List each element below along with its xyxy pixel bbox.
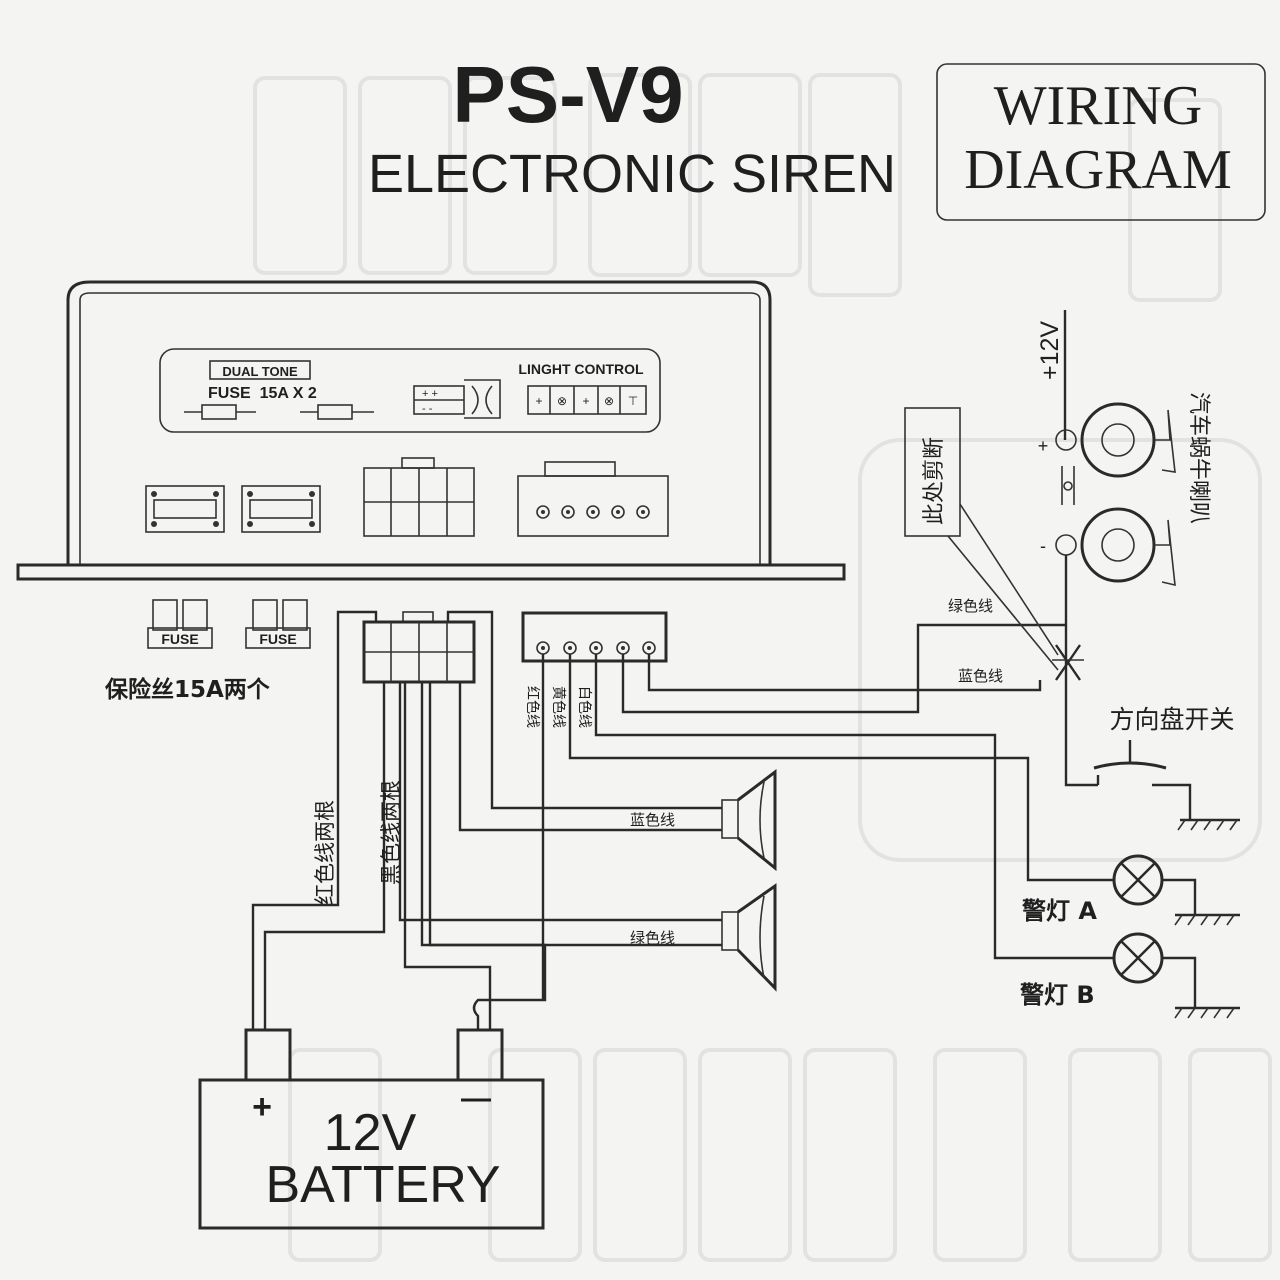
wire-label-blue: 蓝色线 [630, 811, 675, 829]
light-control-plug [521, 611, 668, 663]
switch-label: 方向盘开关 [1109, 705, 1234, 734]
light-control-symbol: + [535, 394, 542, 408]
horn-icon [1055, 402, 1176, 587]
cut-pointer [947, 503, 1059, 671]
dual-tone-label: DUAL TONE [222, 364, 298, 379]
fuse [147, 599, 213, 649]
diagram-title-line1: WIRING [994, 75, 1202, 137]
speaker-icon [721, 883, 777, 992]
light-control-symbol: ⊗ [604, 394, 614, 408]
light-control-wires [541, 623, 1114, 1000]
battery-plus: + [252, 1088, 272, 1126]
power-harness-plug [362, 611, 476, 684]
wire-label-yellow: 黄色线 [550, 686, 567, 728]
light-control-symbol: ⊗ [557, 394, 567, 408]
battery-voltage: 12V [324, 1104, 417, 1162]
fuse-holder-socket [241, 485, 321, 533]
light-control-terminal-strip: + ⊗ + ⊗ ⊤ [527, 385, 647, 415]
horn-minus: - [1040, 536, 1046, 556]
fuse [245, 599, 311, 649]
fuse-rating-label: FUSE 15A X 2 [208, 385, 317, 402]
speaker-wires [398, 610, 722, 947]
svg-text:- -: - - [422, 403, 433, 415]
panel-dual-tone-symbol: + + - - [413, 379, 501, 419]
wire-label-red-two: 红色线两根 [313, 800, 337, 905]
light-control-socket [517, 461, 669, 537]
steering-switch-icon [1093, 740, 1240, 831]
cut-here-label: 此处剪断 [922, 437, 947, 525]
background-watermark [253, 73, 1272, 1262]
wire-label-green: 绿色线 [630, 929, 675, 947]
power-speaker-socket [363, 457, 475, 537]
warning-lamp-a-icon [1112, 854, 1240, 926]
wire-label-blue-horn: 蓝色线 [958, 667, 1003, 685]
speaker-icon [721, 768, 777, 872]
fuse-caption: 保险丝15A两个 [104, 676, 271, 703]
siren-unit [16, 280, 846, 581]
horn-plus: + [1038, 436, 1049, 456]
light-control-symbol: ⊤ [628, 394, 638, 408]
horn-voltage: +12V [1036, 321, 1064, 380]
light-control-label: LINGHT CONTROL [518, 361, 644, 377]
svg-text:+ +: + + [422, 388, 438, 400]
cut-here-box [904, 407, 961, 537]
diagram-title-box [936, 63, 1266, 221]
wire-label-white: 白色线 [576, 686, 593, 728]
wire-label-black-two: 黑色线两根 [379, 780, 403, 885]
model-title: PS-V9 [452, 50, 683, 139]
panel-fuse-symbols [184, 404, 374, 420]
wire-label-red: 红色线 [524, 686, 541, 728]
warning-lamp-a-label: 警灯 A [1021, 897, 1097, 925]
fuse-holder-socket [145, 485, 225, 533]
warning-lamp-b-label: 警灯 B [1019, 981, 1095, 1009]
product-subtitle: ELECTRONIC SIREN [368, 144, 896, 204]
battery-minus: — [461, 1082, 491, 1115]
battery-label: BATTERY [265, 1156, 500, 1214]
horn-name: 汽车蜗牛喇叭 [1186, 392, 1211, 524]
battery-black-wires [403, 682, 547, 1030]
battery [198, 1028, 545, 1230]
battery-red-wires [251, 610, 386, 1030]
horn-ground-wire [1045, 555, 1098, 787]
dual-tone-label-box [209, 360, 311, 380]
wire-label-green-horn: 绿色线 [948, 597, 993, 615]
light-control-symbol: + [582, 394, 589, 408]
fuse-label: FUSE [259, 631, 296, 647]
control-panel [159, 348, 661, 433]
diagram-title-line2: DIAGRAM [964, 139, 1232, 201]
warning-lamp-b-icon [1112, 932, 1240, 1019]
fuse-label: FUSE [161, 631, 198, 647]
